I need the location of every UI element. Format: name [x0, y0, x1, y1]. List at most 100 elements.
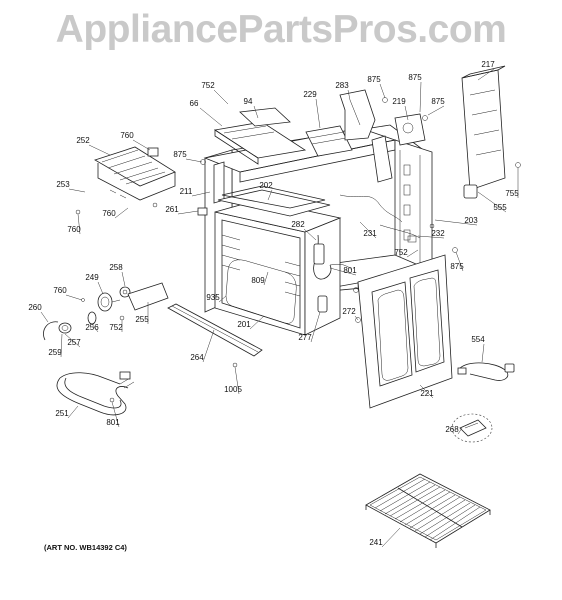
- leader-line: [77, 213, 81, 235]
- leader-line: [379, 83, 386, 99]
- leader-line: [417, 235, 445, 239]
- leader-line: [359, 221, 377, 239]
- leader-line: [310, 311, 321, 343]
- callout-label: 258: [109, 263, 123, 272]
- callout-label: 760: [102, 209, 116, 218]
- terminal-block: [451, 413, 493, 443]
- leader-line: [111, 401, 120, 428]
- leader-line: [191, 191, 211, 197]
- callout-label: 221: [420, 389, 434, 398]
- leader-line: [121, 271, 126, 287]
- callout-label: 875: [450, 262, 464, 271]
- callout-label: 203: [464, 216, 478, 225]
- callout-label: 755: [505, 189, 519, 198]
- callout-label: 272: [342, 307, 356, 316]
- callout-label: 282: [291, 220, 305, 229]
- callout-label: 264: [190, 353, 204, 362]
- callout-label: 875: [173, 150, 187, 159]
- leader-line: [263, 271, 269, 286]
- control-components: [43, 282, 169, 341]
- leader-line: [68, 188, 86, 193]
- callout-label: 554: [471, 335, 485, 344]
- callout-label: 253: [56, 180, 70, 189]
- callout-label: 809: [251, 276, 265, 285]
- leader-line: [64, 333, 81, 348]
- callout-label: 760: [120, 131, 134, 140]
- leader-line: [218, 295, 227, 303]
- callout-label: 259: [48, 348, 62, 357]
- leader-line: [40, 311, 49, 323]
- callout-label: 935: [206, 293, 220, 302]
- leader-line: [347, 89, 351, 101]
- leader-line: [434, 219, 478, 226]
- callout-label: 875: [408, 73, 422, 82]
- callout-label: 801: [343, 266, 357, 275]
- leader-line: [202, 329, 215, 363]
- leader-line: [427, 105, 445, 116]
- insulation-and-duct: [305, 89, 428, 157]
- leader-line: [199, 107, 223, 127]
- leader-line: [477, 68, 495, 81]
- callout-label: 257: [67, 338, 81, 347]
- callout-label: 760: [67, 225, 81, 234]
- callout-label: 261: [165, 205, 179, 214]
- leader-line: [267, 189, 273, 201]
- leader-line: [354, 315, 359, 321]
- callout-label: 202: [259, 181, 273, 190]
- callout-label: 875: [367, 75, 381, 84]
- bake-element: [56, 371, 135, 416]
- oven-rack: [365, 473, 491, 548]
- top-bracket-assembly: [213, 107, 307, 165]
- broil-element: [75, 146, 206, 215]
- callout-label: 219: [392, 97, 406, 106]
- leader-line: [253, 105, 259, 119]
- callout-label: 249: [85, 273, 99, 282]
- callout-label: 801: [106, 418, 120, 427]
- callout-label: 752: [201, 81, 215, 90]
- callout-label: 1005: [224, 385, 242, 394]
- wire-harness: [339, 194, 421, 243]
- leader-line: [177, 210, 199, 215]
- callout-label: 252: [76, 136, 90, 145]
- leader-line: [477, 191, 507, 213]
- callout-label: 255: [135, 315, 149, 324]
- watermark-text: AppliancePartsPros.com: [55, 8, 507, 51]
- oven-sensor-wiring: [313, 234, 361, 323]
- leader-line: [60, 333, 63, 358]
- callout-label: 211: [180, 187, 193, 196]
- callout-label: 217: [481, 60, 495, 69]
- leader-line: [234, 366, 240, 395]
- oven-door: [357, 223, 458, 409]
- callout-label: 260: [28, 303, 42, 312]
- leader-line: [97, 281, 104, 295]
- leader-line: [114, 207, 129, 219]
- leader-lines: [40, 68, 519, 548]
- rear-cover-panel: [461, 65, 521, 199]
- small-clip: [197, 207, 208, 216]
- bottom-trim-rail: [167, 303, 263, 368]
- leader-line: [329, 267, 357, 276]
- callout-label: 752: [109, 323, 123, 332]
- leader-line: [303, 228, 317, 241]
- leader-line: [419, 384, 434, 399]
- leader-line: [457, 427, 463, 435]
- callout-label: 277: [298, 333, 312, 342]
- callout-label: 256: [85, 323, 99, 332]
- leader-line: [185, 158, 203, 163]
- callout-label: 232: [431, 229, 445, 238]
- callout-label: 229: [303, 90, 317, 99]
- callout-label: 268: [445, 425, 459, 434]
- art-number: (ART NO. WB14392 C4): [44, 543, 127, 552]
- leader-line: [419, 81, 422, 113]
- leader-line: [132, 139, 151, 151]
- power-cord: [457, 362, 515, 381]
- callout-label: 875: [431, 97, 445, 106]
- leader-line: [249, 315, 265, 330]
- callout-label: 752: [394, 248, 408, 257]
- leader-line: [455, 251, 464, 272]
- callout-label: 760: [53, 286, 67, 295]
- callout-label: 283: [335, 81, 349, 90]
